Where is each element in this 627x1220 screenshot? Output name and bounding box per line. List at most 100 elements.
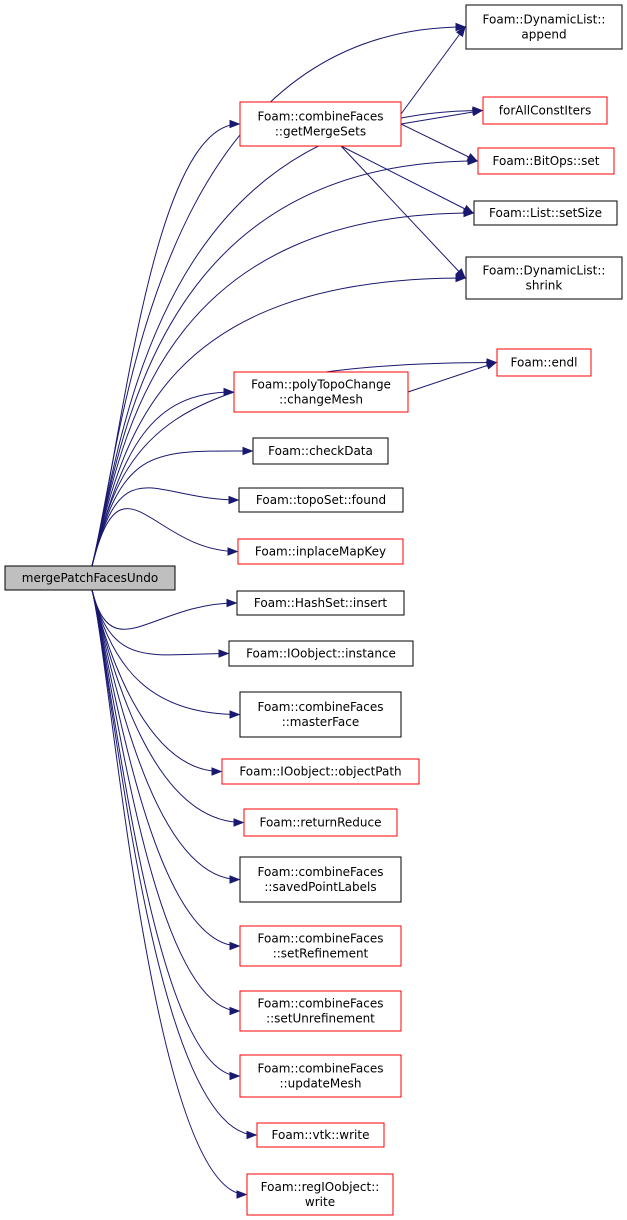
node-masterFace[interactable]: Foam::combineFaces::masterFace [239, 691, 402, 738]
node-box[interactable] [465, 256, 623, 300]
node-savedPointLabels[interactable]: Foam::combineFaces::savedPointLabels [239, 856, 402, 903]
node-box[interactable] [238, 487, 404, 513]
node-insert[interactable]: Foam::HashSet::insert [236, 590, 405, 616]
node-vtk_write[interactable]: Foam::vtk::write [256, 1122, 385, 1148]
node-checkData[interactable]: Foam::checkData [252, 437, 389, 465]
node-box[interactable] [4, 565, 176, 591]
edge-root-updateMesh [91, 589, 241, 1081]
node-box[interactable] [246, 1173, 394, 1216]
node-label: Foam::DynamicList:: [483, 264, 606, 278]
node-label: Foam::topoSet::found [256, 493, 386, 507]
node-label: Foam::List::setSize [489, 206, 602, 220]
node-label: Foam::endl [511, 356, 578, 370]
edge-root-objectPath [91, 589, 223, 776]
node-box[interactable] [221, 758, 420, 785]
node-objectPath[interactable]: Foam::IOobject::objectPath [221, 758, 420, 785]
node-label: ::setRefinement [273, 947, 369, 961]
node-regio_write[interactable]: Foam::regIOobject::write [246, 1173, 394, 1216]
node-label: Foam::combineFaces [258, 997, 384, 1011]
edge-getMergeSets-bitops_set [400, 123, 479, 162]
edge-root-vtk_write [91, 589, 258, 1140]
edge-getMergeSets-forAllConstIters [400, 107, 484, 125]
node-label: Foam::combineFaces [258, 932, 384, 946]
edge-getMergeSets-dl_append [400, 25, 466, 115]
node-box[interactable] [252, 437, 389, 465]
edge-root-found [91, 487, 240, 567]
node-forAllConstIters[interactable]: forAllConstIters [482, 96, 608, 125]
node-label: forAllConstIters [499, 104, 591, 118]
edge-root-insert [91, 589, 238, 630]
node-label: Foam::BitOps::set [493, 154, 600, 168]
node-changeMesh[interactable]: Foam::polyTopoChange::changeMesh [233, 371, 409, 413]
node-found[interactable]: Foam::topoSet::found [238, 487, 404, 513]
node-label: Foam::HashSet::insert [254, 596, 387, 610]
node-root[interactable]: mergePatchFacesUndo [4, 565, 176, 591]
node-box[interactable] [239, 990, 402, 1032]
node-box[interactable] [496, 348, 592, 377]
edge-root-masterFace [91, 589, 241, 719]
nodes-layer: mergePatchFacesUndo Foam::DynamicList::ap… [4, 4, 623, 1216]
edge-root-changeMesh [91, 387, 235, 567]
node-dl_append[interactable]: Foam::DynamicList::append [465, 4, 623, 50]
edge-root-setUnrefinement [91, 589, 241, 1016]
node-label: ::masterFace [282, 715, 360, 729]
node-inplaceMapKey[interactable]: Foam::inplaceMapKey [237, 538, 404, 565]
edge-root-regio_write [91, 589, 248, 1199]
node-label: shrink [526, 279, 563, 293]
edges-layer [91, 22, 498, 1199]
node-returnReduce[interactable]: Foam::returnReduce [243, 808, 398, 837]
node-box[interactable] [473, 200, 618, 226]
edge-root-returnReduce [91, 589, 245, 827]
edge-changeMesh-endl [407, 361, 498, 393]
node-list_setSize[interactable]: Foam::List::setSize [473, 200, 618, 226]
node-box[interactable] [228, 640, 414, 667]
node-box[interactable] [465, 4, 623, 50]
node-updateMesh[interactable]: Foam::combineFaces::updateMesh [239, 1054, 402, 1098]
edge-root-instance [91, 589, 230, 658]
edge-root-getMergeSets [91, 119, 241, 567]
node-box[interactable] [477, 147, 615, 175]
node-box[interactable] [243, 808, 398, 837]
node-setUnrefinement[interactable]: Foam::combineFaces::setUnrefinement [239, 990, 402, 1032]
node-label: Foam::inplaceMapKey [255, 545, 386, 559]
node-label: Foam::combineFaces [258, 110, 384, 124]
node-label: ::changeMesh [279, 393, 363, 407]
edge-root-inplaceMapKey [91, 508, 239, 567]
node-label: Foam::DynamicList:: [483, 13, 606, 27]
node-box[interactable] [237, 538, 404, 565]
node-instance[interactable]: Foam::IOobject::instance [228, 640, 414, 667]
node-getMergeSets[interactable]: Foam::combineFaces::getMergeSets [239, 101, 402, 147]
node-label: ::savedPointLabels [264, 880, 376, 894]
node-box[interactable] [239, 925, 402, 967]
node-box[interactable] [233, 371, 409, 413]
node-box[interactable] [239, 856, 402, 903]
node-box[interactable] [239, 691, 402, 738]
node-label: write [305, 1195, 335, 1209]
node-box[interactable] [482, 96, 608, 125]
node-label: Foam::combineFaces [258, 700, 384, 714]
edge-root-savedPointLabels [91, 589, 241, 884]
node-label: ::updateMesh [280, 1077, 362, 1091]
node-box[interactable] [256, 1122, 385, 1148]
edge-root-setRefinement [91, 589, 241, 951]
node-box[interactable] [239, 101, 402, 147]
node-label: ::getMergeSets [275, 125, 366, 139]
node-setRefinement[interactable]: Foam::combineFaces::setRefinement [239, 925, 402, 967]
edge-getMergeSets-dl_shrink [340, 145, 466, 280]
node-label: mergePatchFacesUndo [22, 571, 159, 585]
node-box[interactable] [236, 590, 405, 616]
node-dl_shrink[interactable]: Foam::DynamicList::shrink [465, 256, 623, 300]
node-label: Foam::IOobject::instance [246, 647, 396, 661]
node-endl[interactable]: Foam::endl [496, 348, 592, 377]
node-label: Foam::returnReduce [259, 816, 381, 830]
node-label: ::setUnrefinement [266, 1012, 375, 1026]
edge-root-checkData [91, 446, 254, 567]
node-box[interactable] [239, 1054, 402, 1098]
node-bitops_set[interactable]: Foam::BitOps::set [477, 147, 615, 175]
node-label: Foam::IOobject::objectPath [239, 765, 401, 779]
node-label: Foam::checkData [268, 444, 373, 458]
node-label: Foam::combineFaces [258, 1062, 384, 1076]
node-label: Foam::vtk::write [272, 1128, 370, 1142]
node-label: Foam::polyTopoChange [251, 378, 391, 392]
